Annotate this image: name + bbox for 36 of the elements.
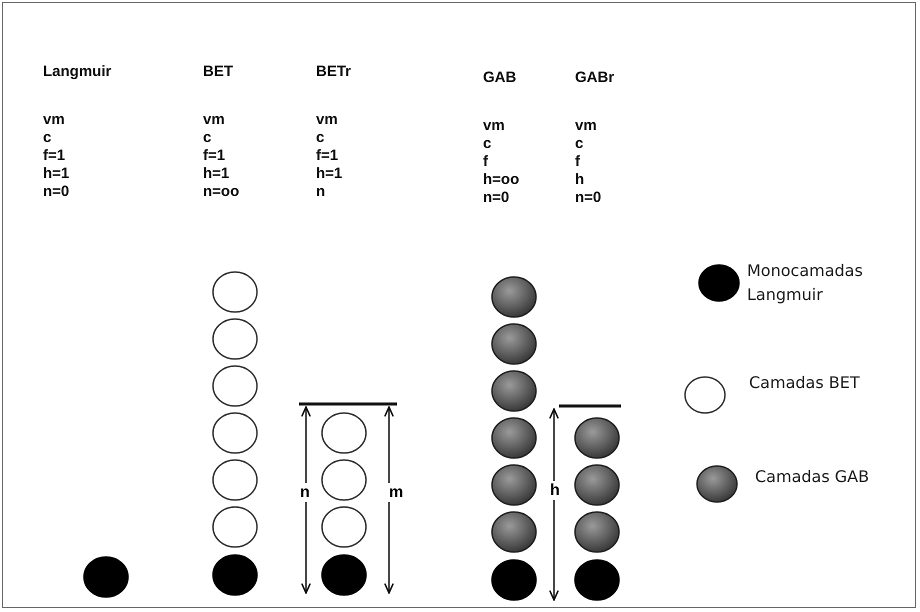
parameter-text: h=1	[203, 165, 230, 183]
parameter-text: f	[575, 153, 580, 171]
parameter-text: f=1	[316, 147, 338, 165]
legend-text: Monocamadas Langmuir	[747, 260, 864, 306]
parameter-text: f=1	[43, 147, 66, 165]
model-name: GAB	[483, 69, 516, 87]
parameter-text: vm	[203, 111, 225, 129]
model-name: BETr	[316, 63, 352, 81]
parameter-text: c	[43, 129, 52, 147]
model-name: GABr	[575, 69, 614, 87]
parameter-text: h=oo	[483, 171, 520, 189]
parameter-text: c	[203, 129, 212, 147]
parameter-text: h=1	[43, 165, 70, 183]
parameter-text: vm	[43, 111, 65, 129]
parameter-text: vm	[575, 117, 597, 135]
parameter-text: n	[316, 183, 326, 201]
dimension-label: h	[549, 481, 561, 500]
parameter-text: n=0	[575, 189, 602, 207]
model-name: Langmuir	[43, 63, 112, 81]
parameter-text: h=1	[316, 165, 342, 183]
dimension-label: m	[388, 483, 404, 502]
parameter-text: f=1	[203, 147, 226, 165]
parameter-text: n=oo	[203, 183, 240, 201]
parameter-text: vm	[316, 111, 338, 129]
parameter-text: h	[575, 171, 584, 189]
dimension-label: n	[299, 483, 311, 502]
parameter-text: c	[316, 129, 324, 147]
legend-text: Camadas BET	[749, 372, 861, 394]
legend-text: Camadas GAB	[755, 466, 870, 488]
model-name: BET	[203, 63, 233, 81]
parameter-text: c	[483, 135, 492, 153]
parameter-text: n=0	[43, 183, 70, 201]
parameter-text: vm	[483, 117, 505, 135]
parameter-text: c	[575, 135, 584, 153]
parameter-text: f	[483, 153, 488, 171]
parameter-text: n=0	[483, 189, 510, 207]
